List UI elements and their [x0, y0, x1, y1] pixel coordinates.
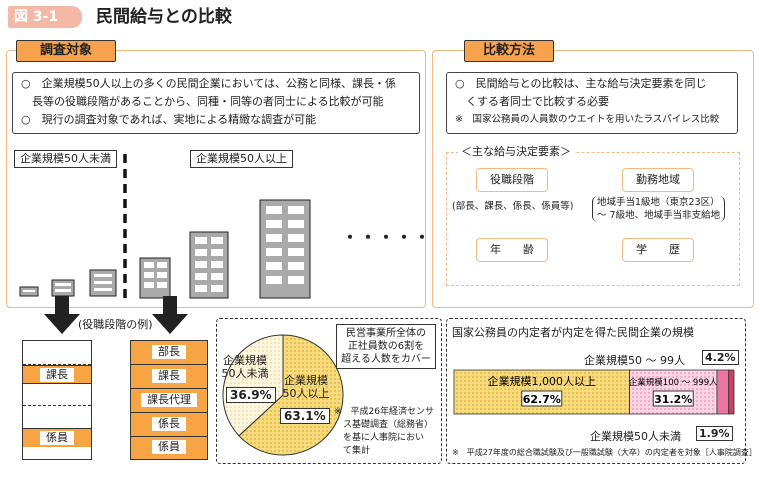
- bar-value-50-99: 4.2%: [702, 350, 739, 365]
- bar-value-box: [652, 390, 694, 407]
- rank-spacer: [23, 406, 91, 428]
- rank-item: 係長: [131, 413, 207, 437]
- bar-segment: [728, 369, 735, 415]
- bar-segment-value: 62.7%: [523, 393, 561, 406]
- large-building-icon: [259, 199, 311, 299]
- large-building-icon: [189, 231, 229, 299]
- factor-rank-note: (部長、課長、係長、係員等): [452, 201, 574, 212]
- factor-age: 年 齢: [476, 238, 548, 262]
- rank-item: 課長代理: [131, 389, 207, 413]
- small-building-icon: [19, 286, 39, 297]
- pie-callout-box: 民営事業所全体の正社員数の6割を超える人数をカバー: [336, 324, 436, 369]
- bar-value-box: [521, 390, 563, 407]
- company-size-pie-chart: [222, 334, 344, 456]
- comparison-method-line-2: くする者同士で比較する必要: [455, 95, 609, 108]
- bar-label-under50: 企業規模50人未満: [590, 430, 681, 443]
- figure-title: 民間給与との比較: [96, 7, 232, 27]
- down-arrow-icon: [152, 296, 188, 334]
- pie-value-over50: 63.1%: [280, 408, 330, 424]
- small-building-icon: [89, 269, 117, 297]
- comparison-method-label: 比較方法: [464, 40, 554, 62]
- bar-segment-value: 31.2%: [654, 393, 692, 406]
- bar-panel: [446, 318, 746, 464]
- rank-example-label: (役職段階の例): [78, 318, 153, 331]
- pie-slice: [222, 334, 284, 437]
- rank-item: 係員: [23, 428, 91, 447]
- figure-number-badge: 図 3-1: [8, 6, 82, 28]
- factor-region: 勤務地域: [622, 168, 694, 192]
- comparison-method-note: ※ 国家公務員の人員数のウエイトを用いたラスパイレス比較: [455, 114, 720, 125]
- bar-chart-title: 国家公務員の内定者が内定を得た民間企業の規模: [452, 326, 694, 339]
- rank-item: 課長: [131, 365, 207, 389]
- large-company-label: 企業規模50人以上: [190, 150, 293, 168]
- comparison-method-line-1: ○ 民間給与との比較は、主な給与決定要素を同じ: [455, 77, 707, 90]
- survey-target-panel: [6, 50, 426, 308]
- factor-rank: 役職段階: [476, 168, 548, 192]
- bar-segment: [716, 369, 730, 415]
- bar-source-note: ※ 平成27年度の総合職試験及び一般職試験（大卒）の内定者を対象［人事院調査］: [452, 448, 757, 457]
- small-company-label: 企業規模50人未満: [14, 150, 117, 168]
- small-building-icon: [51, 279, 75, 297]
- rank-item: 部長: [131, 341, 207, 365]
- rank-spacer: [23, 341, 91, 365]
- factor-region-note: 地域手当1級地（東京23区）～ 7級地、地域手当非支給地: [592, 196, 726, 222]
- pie-source-note: ※ 平成26年経済センサ ス基礎調査（総務省） を基に人事院におい て集計: [334, 407, 434, 456]
- survey-target-line-1: ○ 企業規模50人以上の多くの民間企業においては、公務と同様、課長・係: [21, 77, 397, 90]
- factors-box: [446, 152, 740, 286]
- factor-education: 学 歴: [622, 238, 694, 262]
- down-arrow-icon: [44, 296, 80, 334]
- survey-target-line-3: ○ 現行の調査対象であれば、実地による精緻な調査が可能: [21, 113, 317, 126]
- offer-company-size-bar-chart: 企業規模1,000人以上 62.7% 企業規模100 ～ 999人 31.2%: [453, 369, 735, 415]
- rank-item: 課長: [23, 365, 91, 384]
- pie-value-under50: 36.9%: [226, 387, 276, 403]
- large-company-rank-stack: 部長 課長 課長代理 係長 係員: [130, 340, 208, 460]
- large-building-icon: [139, 257, 171, 299]
- comparison-method-text: ○ 民間給与との比較は、主な給与決定要素を同じ くする者同士で比較する必要 ※ …: [446, 72, 738, 134]
- factors-title: ＜主な給与決定要素＞: [458, 143, 574, 159]
- bar-segment-name: 企業規模100 ～ 999人: [629, 377, 718, 388]
- bar-value-under50: 1.9%: [696, 426, 733, 441]
- more-buildings-ellipsis: ・・・・・: [342, 228, 433, 247]
- pie-slice: [238, 334, 344, 456]
- rank-spacer: [23, 384, 91, 406]
- survey-target-text: ○ 企業規模50人以上の多くの民間企業においては、公務と同様、課長・係 長等の役…: [12, 72, 420, 134]
- bar-label-50-99: 企業規模50 ～ 99人: [584, 354, 685, 367]
- survey-target-label: 調査対象: [16, 40, 116, 62]
- bar-segment-name: 企業規模1,000人以上: [488, 374, 597, 388]
- survey-target-line-2: 長等の役職段階があることから、同種・同等の者同士による比較が可能: [21, 95, 384, 108]
- company-buildings-illustration: [19, 154, 311, 300]
- pie-panel: [216, 318, 442, 464]
- rank-item: 係員: [131, 437, 207, 459]
- comparison-method-panel: [432, 50, 754, 308]
- small-company-rank-stack: 課長 係員: [22, 340, 92, 460]
